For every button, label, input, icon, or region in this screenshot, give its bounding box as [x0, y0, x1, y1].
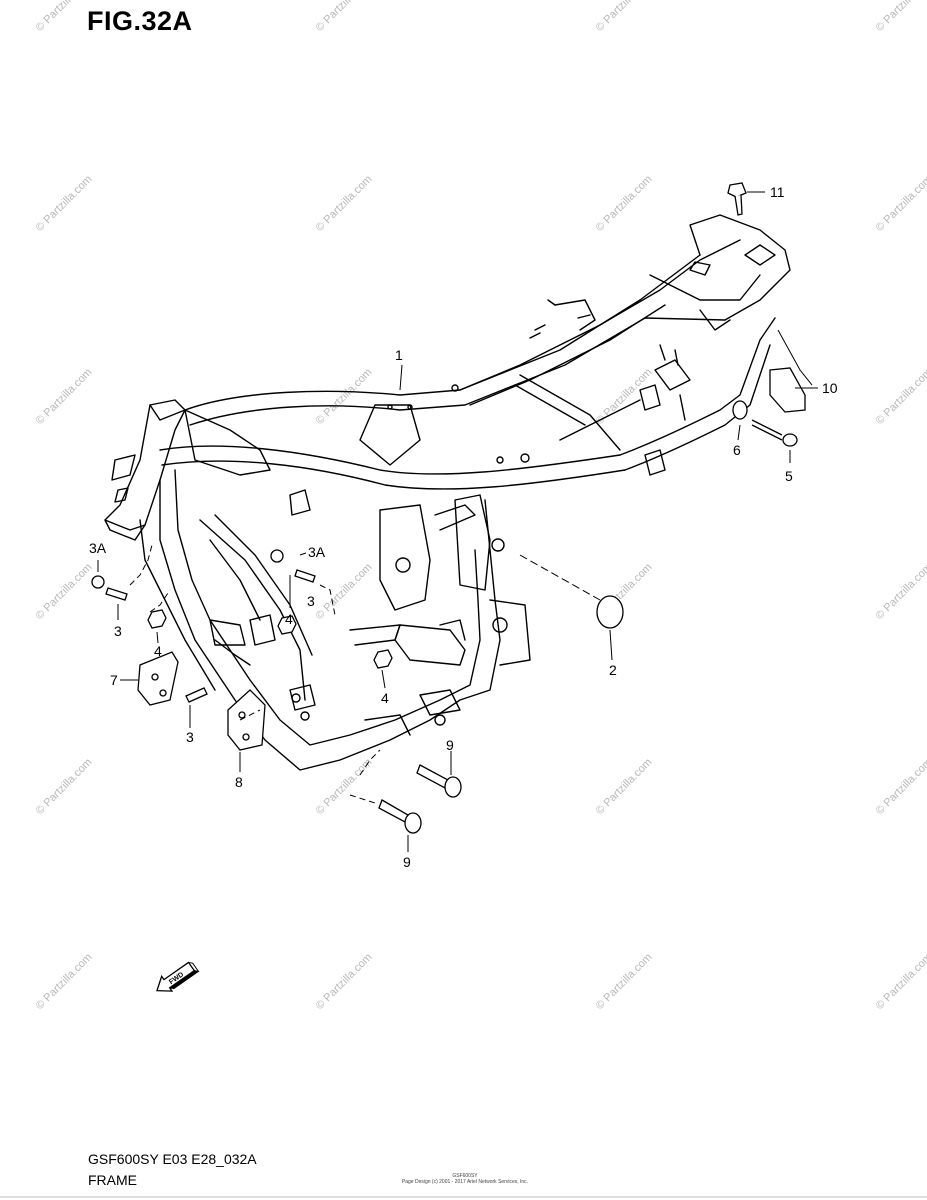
callout-2: 2 — [609, 662, 617, 678]
callout-9-upper: 9 — [446, 737, 454, 753]
part-4-nut — [277, 615, 297, 635]
callouts: 1 11 10 6 5 2 3A 3 4 3A 3 4 4 7 3 8 9 9 — [89, 184, 838, 870]
part-8-plate — [227, 689, 266, 751]
watermark: © Partzilla.com — [594, 173, 655, 234]
part-5-bolt — [751, 419, 798, 447]
callout-3a-center: 3A — [308, 544, 326, 560]
part-3-bolt — [105, 587, 128, 601]
part-4-nut — [373, 649, 393, 669]
part-3-bolt — [294, 569, 316, 583]
watermark: © Partzilla.com — [874, 0, 927, 34]
watermark: © Partzilla.com — [314, 561, 375, 622]
callout-8: 8 — [235, 774, 243, 790]
watermark: © Partzilla.com — [34, 756, 95, 817]
footer-model-code: GSF600SY E03 E28_032A — [88, 1151, 257, 1167]
watermark: © Partzilla.com — [34, 0, 95, 34]
part-9-bolt — [416, 764, 462, 798]
part-11-bolt — [727, 182, 747, 216]
callout-3-lower: 3 — [186, 729, 194, 745]
watermark: © Partzilla.com — [874, 951, 927, 1012]
watermark: © Partzilla.com — [34, 561, 95, 622]
part-6-washer — [732, 400, 748, 420]
figure-title: FIG.32A — [87, 6, 193, 36]
part-10-bracket — [769, 367, 806, 413]
watermark: © Partzilla.com — [314, 951, 375, 1012]
watermark: © Partzilla.com — [874, 366, 927, 427]
watermark: © Partzilla.com — [34, 951, 95, 1012]
part-3a-nut — [91, 575, 105, 589]
footer-small-line1: GSF600SY — [452, 1173, 478, 1179]
part-3a-nut — [270, 549, 284, 563]
callout-3-center: 3 — [307, 593, 315, 609]
footer-section-name: FRAME — [88, 1172, 137, 1188]
leader-lines — [97, 191, 818, 852]
watermark: © Partzilla.com — [874, 756, 927, 817]
footer-small-line2: Page Design (c) 2001 - 2017 Ariel Networ… — [401, 1179, 529, 1185]
bottom-divider — [0, 1196, 927, 1198]
watermark: © Partzilla.com — [314, 366, 375, 427]
callout-4-center: 4 — [285, 611, 293, 627]
callout-4-lower: 4 — [381, 690, 389, 706]
watermarks: © Partzilla.com © Partzilla.com © Partzi… — [34, 0, 927, 1012]
watermark: © Partzilla.com — [34, 173, 95, 234]
fwd-arrow-icon: FWD — [156, 961, 200, 992]
watermark: © Partzilla.com — [594, 951, 655, 1012]
part-3-bolt — [185, 687, 208, 703]
part-9-bolt — [378, 799, 422, 834]
callout-10: 10 — [822, 380, 838, 396]
watermark: © Partzilla.com — [314, 756, 375, 817]
watermark: © Partzilla.com — [874, 173, 927, 234]
footer-copyright: GSF600SY Page Design (c) 2001 - 2017 Ari… — [400, 1173, 530, 1185]
callout-6: 6 — [733, 442, 741, 458]
part-2-cap — [596, 595, 624, 629]
watermark: © Partzilla.com — [594, 756, 655, 817]
parts — [91, 182, 806, 834]
watermark: © Partzilla.com — [314, 0, 375, 34]
part-4-nut — [147, 609, 167, 629]
callout-7: 7 — [110, 672, 118, 688]
watermark: © Partzilla.com — [314, 173, 375, 234]
watermark: © Partzilla.com — [874, 561, 927, 622]
callout-3a-left: 3A — [89, 540, 107, 556]
callout-9-lower: 9 — [403, 854, 411, 870]
callout-1: 1 — [395, 347, 403, 363]
callout-11: 11 — [770, 184, 785, 200]
callout-5: 5 — [785, 468, 793, 484]
watermark: © Partzilla.com — [594, 0, 655, 34]
callout-3-left: 3 — [114, 623, 122, 639]
frame-part-1 — [104, 214, 791, 771]
callout-4-left: 4 — [154, 643, 162, 659]
watermark: © Partzilla.com — [34, 366, 95, 427]
